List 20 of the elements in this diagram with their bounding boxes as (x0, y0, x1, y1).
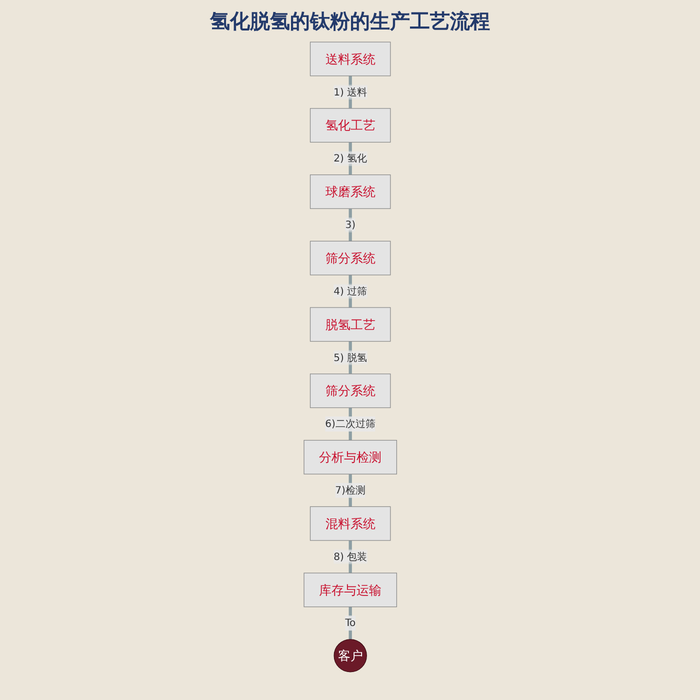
node-box: 筛分系统 (310, 374, 390, 408)
diagram-title: 氢化脱氢的钛粉的生产工艺流程 (208, 8, 491, 35)
edge-label: 1) 送料 (333, 86, 367, 98)
node-box: 分析与检测 (303, 440, 397, 474)
node-box: 脱氢工艺 (310, 307, 390, 342)
node-box: 混料系统 (310, 506, 390, 541)
edge-label: 8) 包装 (333, 550, 367, 562)
node-box: 库存与运输 (303, 572, 397, 608)
node-circle: 客户 (333, 639, 367, 672)
node-box: 送料系统 (310, 42, 390, 76)
edge-label: 6)二次过筛 (324, 418, 376, 430)
edge-label: 7)检测 (334, 484, 366, 496)
node-box: 球磨系统 (310, 174, 390, 209)
edge-label: 5) 脱氢 (333, 351, 367, 364)
edge-label: 3) (344, 218, 356, 231)
edge-label: 2) 氢化 (333, 152, 367, 164)
edge-label: 4) 过筛 (333, 284, 367, 297)
node-box: 筛分系统 (310, 240, 390, 276)
edge-label: To (344, 616, 356, 629)
node-box: 氢化工艺 (310, 108, 390, 143)
